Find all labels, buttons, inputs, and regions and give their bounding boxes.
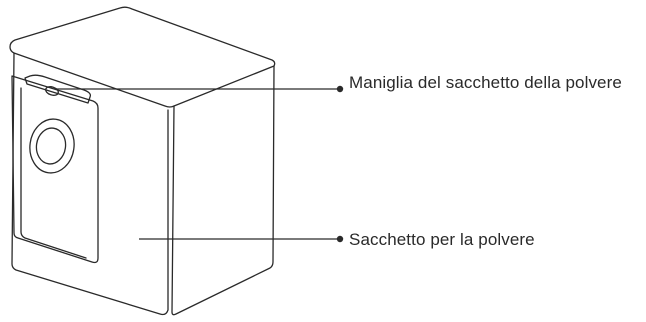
dust-bag-inner-edge: [20, 87, 87, 259]
callout-dot-handle: [336, 85, 344, 93]
dust-bag-panel: [11, 75, 99, 264]
callout-label-bag: Sacchetto per la polvere: [349, 230, 535, 249]
cube-left-face: [11, 52, 169, 316]
dust-bag-opening-outer: [29, 118, 75, 174]
dust-bag-opening-inner: [35, 127, 67, 165]
callout-label-handle: Maniglia del sacchetto della polvere: [349, 73, 622, 92]
cube-top-face: [9, 6, 276, 108]
callout-dot-bag: [336, 235, 344, 243]
dust-bag-handle: [24, 74, 92, 104]
cube-right-face: [171, 65, 275, 316]
dust-bag-handle-hole: [45, 86, 59, 96]
